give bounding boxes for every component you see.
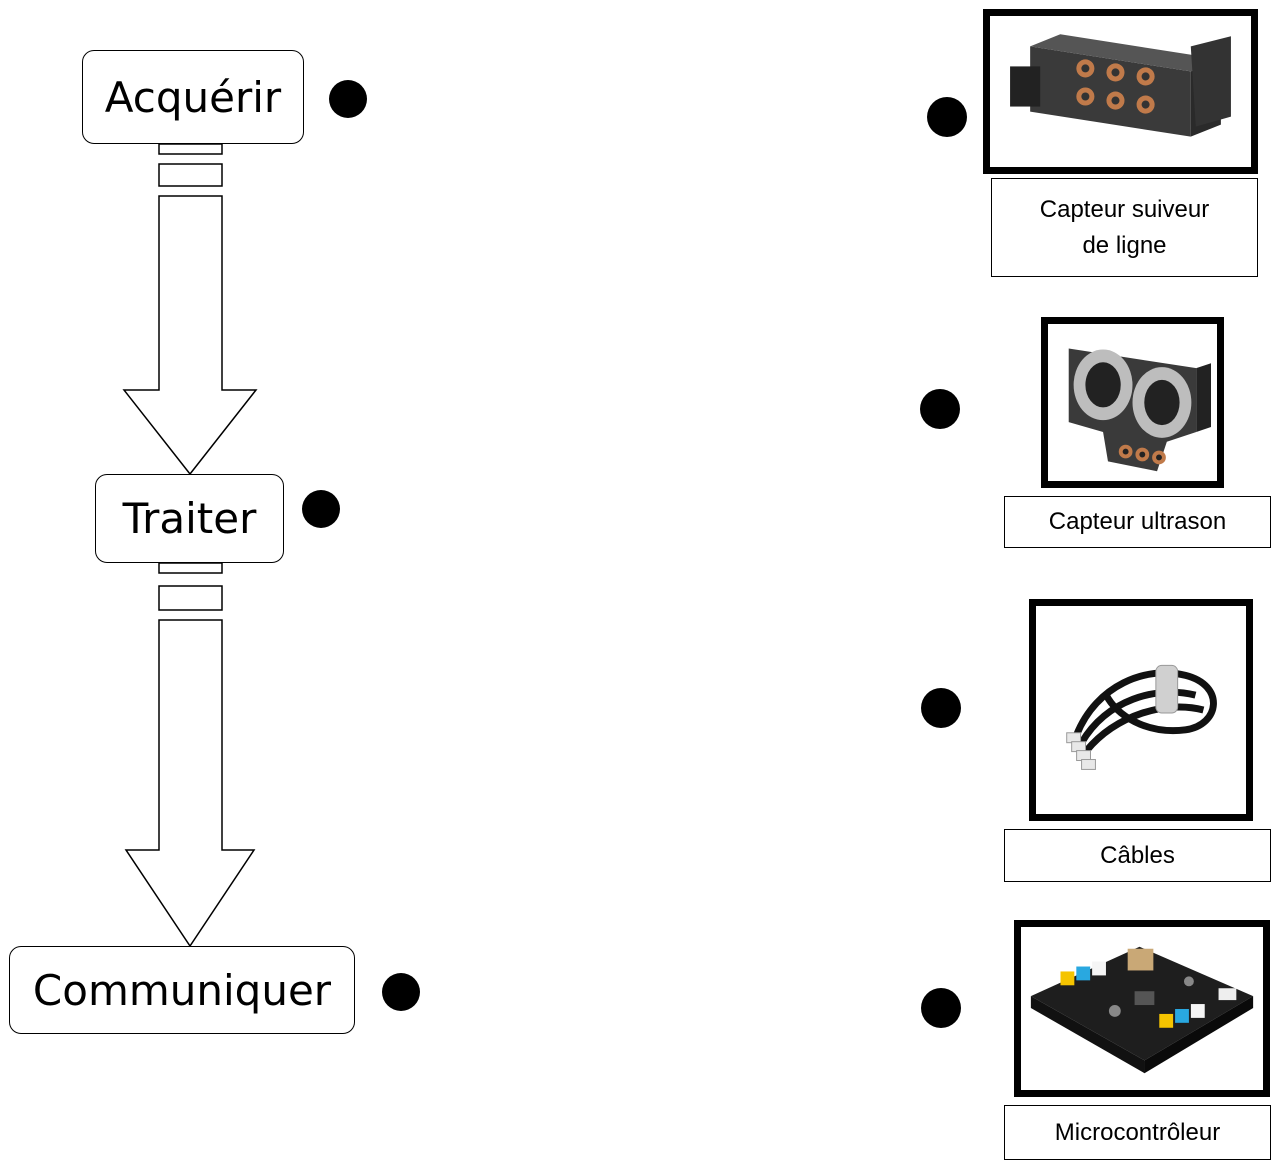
caption-ultrasonic: Capteur ultrason bbox=[1004, 496, 1271, 548]
component-dot-cables[interactable] bbox=[921, 688, 961, 728]
stage-dot-acquerir[interactable] bbox=[329, 80, 367, 118]
stage-label: Communiquer bbox=[32, 965, 332, 1015]
down-arrow-2 bbox=[124, 619, 256, 948]
microcontroller-icon bbox=[1030, 946, 1254, 1074]
stage-dot-traiter[interactable] bbox=[302, 490, 340, 528]
stage-dot-communiquer[interactable] bbox=[382, 973, 420, 1011]
component-dot-microcontroller[interactable] bbox=[921, 988, 961, 1028]
component-dot-line-follower[interactable] bbox=[927, 97, 967, 137]
caption-cables: Câbles bbox=[1004, 829, 1271, 882]
component-dot-ultrasonic[interactable] bbox=[920, 389, 960, 429]
caption-line-follower: Capteur suiveur de ligne bbox=[991, 178, 1258, 277]
cables-icon bbox=[1066, 664, 1217, 770]
microcontroller-photo bbox=[1014, 920, 1270, 1097]
stage-acquerir: Acquérir bbox=[82, 50, 304, 144]
stage-label: Acquérir bbox=[104, 72, 282, 122]
arrow-connector-segment bbox=[158, 585, 223, 611]
caption-microcontroller: Microcontrôleur bbox=[1004, 1105, 1271, 1160]
arrow-connector-segment bbox=[158, 143, 223, 155]
arrow-connector-segment bbox=[158, 163, 223, 187]
arrow-connector-segment bbox=[158, 562, 223, 574]
line-follower-sensor-icon bbox=[1010, 34, 1231, 137]
stage-label: Traiter bbox=[122, 494, 257, 543]
down-arrow-1 bbox=[122, 195, 258, 476]
stage-traiter: Traiter bbox=[95, 474, 284, 563]
stage-communiquer: Communiquer bbox=[9, 946, 355, 1034]
line-follower-sensor-photo bbox=[983, 9, 1258, 174]
ultrasonic-sensor-icon bbox=[1068, 348, 1211, 472]
ultrasonic-sensor-photo bbox=[1041, 317, 1224, 488]
cables-photo bbox=[1029, 599, 1253, 821]
